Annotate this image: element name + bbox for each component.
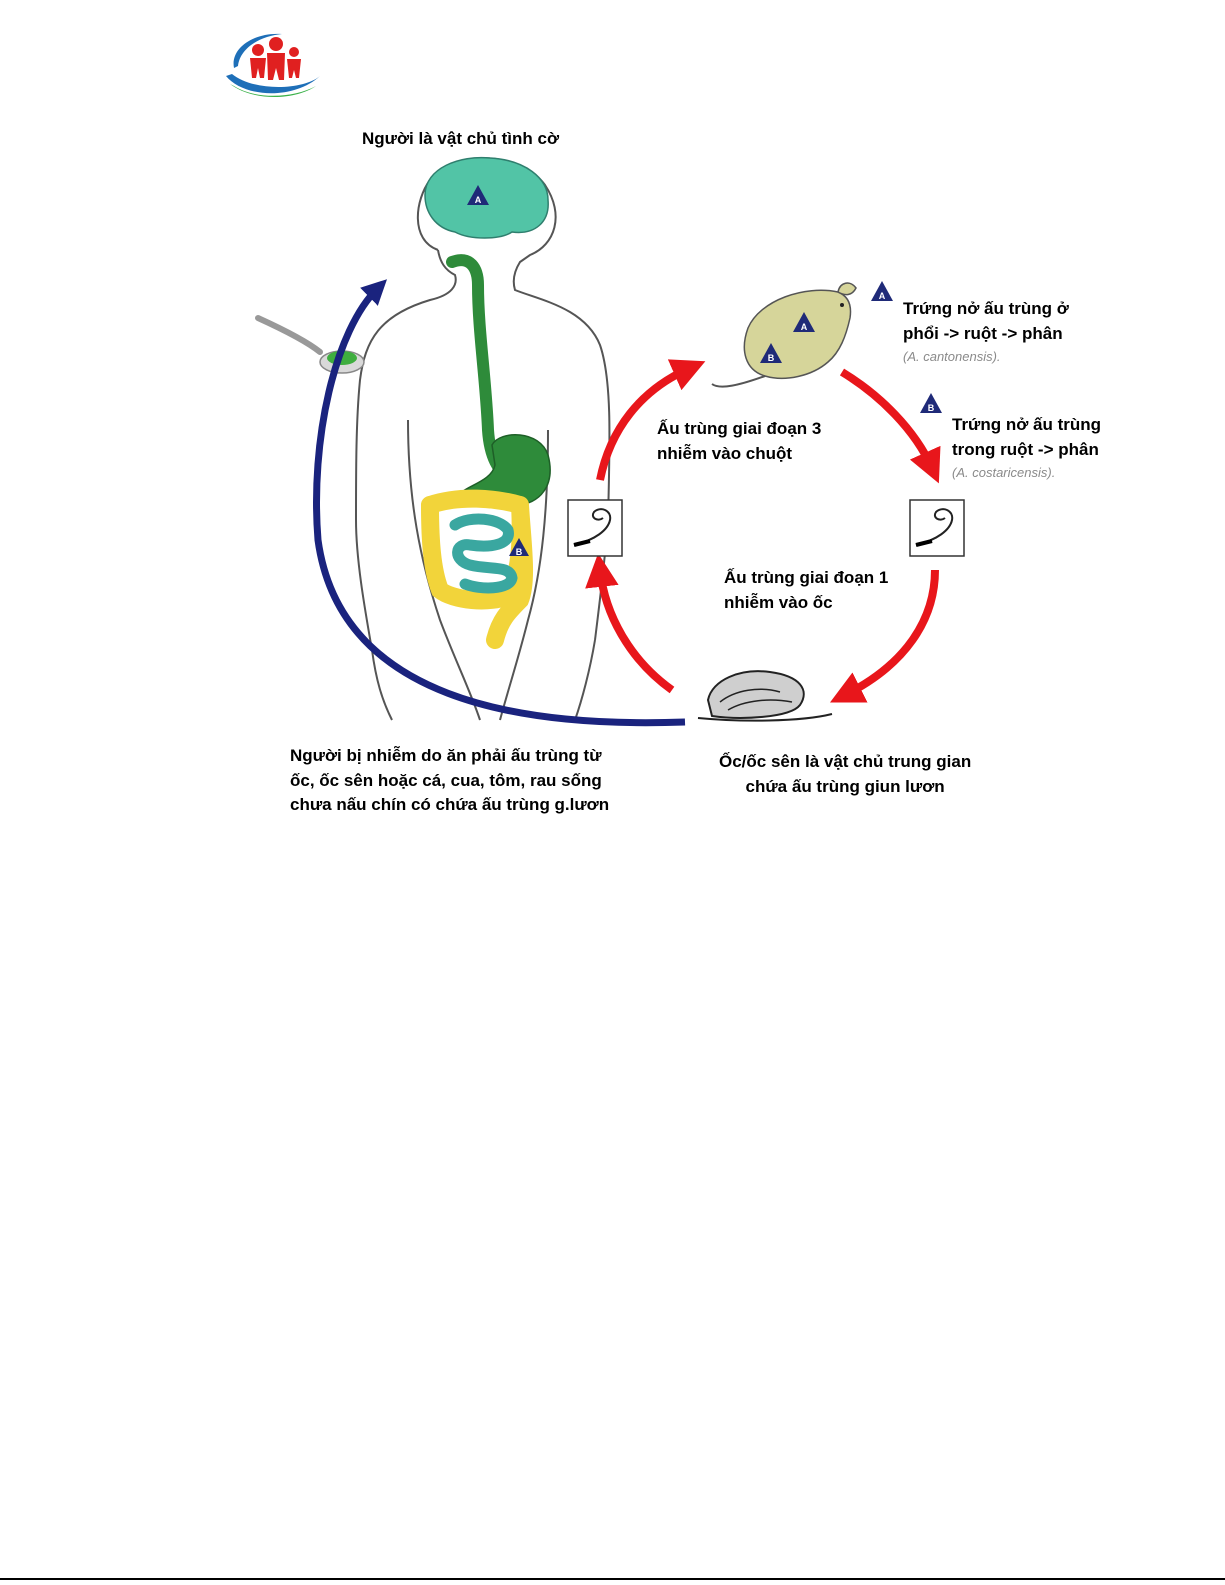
- snail-host-label: Ốc/ốc sên là vật chủ trung gian chứa ấu …: [719, 752, 972, 796]
- marker-b-legend-letter: B: [928, 403, 935, 413]
- rat-label-b-species: (A. costaricensis).: [952, 465, 1056, 481]
- marker-b-gut-letter: B: [516, 547, 523, 557]
- marker-a-legend: [871, 281, 893, 301]
- rat-label-a: Trứng nở ấu trùng ở phổi -> ruột -> phân…: [903, 297, 1069, 367]
- stage1-label: Ấu trùng giai đoạn 1 nhiễm vào ốc: [724, 568, 889, 612]
- stage3-to-rat-arrow: [596, 359, 706, 481]
- human-infection-label: Người bị nhiễm do ăn phải ấu trùng từ ốc…: [290, 746, 610, 815]
- rat-label-b: Trứng nở ấu trùng trong ruột -> phân (A.…: [952, 413, 1101, 483]
- larva-box-left: [567, 499, 623, 557]
- rat-label-a-line2: phổi -> ruột -> phân: [903, 323, 1063, 343]
- human-figure: [354, 157, 611, 721]
- marker-a-brain: [467, 185, 489, 205]
- rat-label-b-line2: trong ruột -> phân: [952, 439, 1099, 459]
- brain-shape: [424, 156, 549, 239]
- marker-a-legend-letter: A: [879, 291, 886, 301]
- snail-shape: [697, 670, 833, 722]
- small-intestine-shape: [449, 513, 518, 594]
- marker-a-brain-letter: A: [475, 195, 482, 205]
- feces-to-snail-arrow: [829, 569, 939, 703]
- human-host-title: Người là vật chủ tình cờ: [362, 129, 560, 148]
- rat-label-a-species: (A. cantonensis).: [903, 349, 1001, 365]
- rat-label-a-line1: Trứng nở ấu trùng ở: [903, 299, 1069, 318]
- marker-a-rat-letter: A: [801, 322, 808, 332]
- human-infection-arrow: [313, 279, 686, 727]
- rat-to-feces-arrow: [839, 368, 941, 484]
- marker-b-rat-letter: B: [768, 353, 775, 363]
- footer-rule: [0, 1578, 1225, 1580]
- marker-b-rat: [760, 343, 782, 363]
- larva-box-right: [909, 499, 965, 557]
- stage3-label: Ấu trùng giai đoạn 3 nhiễm vào chuột: [657, 419, 822, 463]
- marker-a-rat: [793, 312, 815, 332]
- marker-b-gut: [509, 538, 529, 556]
- marker-b-legend: [920, 393, 942, 413]
- snail-to-stage3-arrow: [585, 553, 675, 694]
- rat-label-b-line1: Trứng nở ấu trùng: [952, 415, 1102, 434]
- rat-shape: [711, 282, 857, 388]
